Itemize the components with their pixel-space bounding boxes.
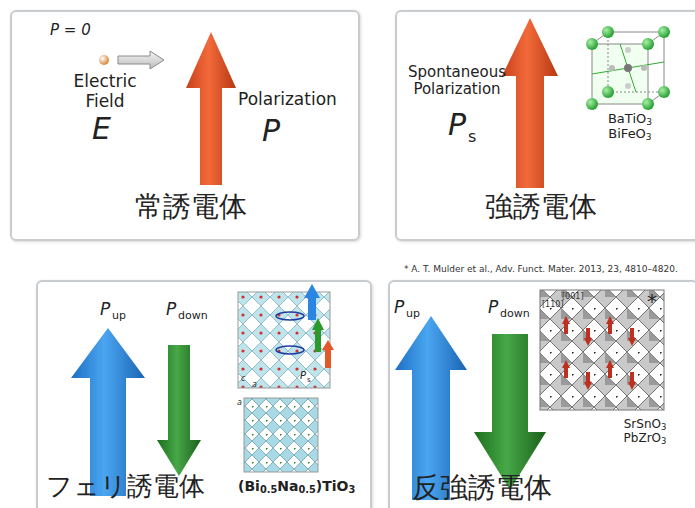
up-arrow bbox=[71, 328, 145, 496]
axis-label: c bbox=[241, 374, 245, 383]
formula: BaTiO3 BiFeO3 bbox=[598, 112, 662, 142]
panel-title: 反強誘電体 bbox=[412, 472, 552, 504]
subscript: down bbox=[500, 308, 530, 321]
down-arrow bbox=[474, 334, 546, 490]
spontaneous-label: Spontaneous Polarization bbox=[402, 64, 512, 99]
subscript: up bbox=[112, 310, 126, 323]
panel-box: PupPdownフェリ誘電体(Bi0.5Na0.5)TiO3Ps bbox=[36, 280, 372, 508]
axis-label: a bbox=[237, 398, 242, 407]
axis-label: [001] bbox=[562, 292, 584, 301]
subscript: s bbox=[468, 128, 476, 146]
charge-label: P = 0 bbox=[50, 22, 91, 39]
field-arrow bbox=[118, 51, 164, 69]
crystal-structure bbox=[238, 284, 334, 388]
polarization-symbol: P bbox=[262, 114, 280, 149]
polarization-symbol: P bbox=[300, 370, 306, 382]
polarization-label: Polarization bbox=[238, 90, 337, 110]
panel-box: Spontaneous PolarizationPs BaTiO3 BiFeO3 強… bbox=[395, 10, 695, 241]
polarization-symbol: P bbox=[394, 298, 404, 318]
polarization-symbol: P bbox=[448, 108, 466, 143]
panel-title: 常誘電体 bbox=[135, 191, 247, 223]
panel-box: P = 0 Electric FieldE PolarizationP 常誘電体 bbox=[10, 10, 360, 241]
axis-label: [110] bbox=[542, 300, 564, 309]
axis-label: a bbox=[252, 380, 257, 389]
down-arrow bbox=[157, 345, 201, 476]
panel-title: 強誘電体 bbox=[485, 191, 597, 223]
field-symbol: E bbox=[92, 112, 111, 147]
callout-mark: * bbox=[647, 290, 657, 313]
polarization-symbol: P bbox=[166, 300, 176, 320]
polarization-symbol: P bbox=[100, 300, 110, 320]
spontaneous-arrow bbox=[502, 18, 558, 188]
subscript: up bbox=[406, 308, 420, 321]
panel-title: フェリ誘電体 bbox=[46, 472, 205, 502]
field-label: Electric Field bbox=[66, 72, 144, 111]
charge-dot bbox=[99, 55, 109, 65]
subscript: down bbox=[178, 310, 208, 323]
subscript: s bbox=[307, 376, 311, 384]
formula: SrSnO3 PbZrO3 bbox=[615, 418, 675, 446]
crystal-structure bbox=[540, 290, 664, 410]
polarization-symbol: P bbox=[488, 298, 498, 318]
polarization-arrow bbox=[186, 32, 236, 185]
formula: (Bi0.5Na0.5)TiO3 bbox=[238, 478, 355, 494]
crystal-projection bbox=[244, 398, 318, 472]
panel-box: PupPdown*SrSnO3 PbZrO3反強誘電体 bbox=[388, 280, 695, 508]
citation: * A. T. Mulder et al., Adv. Funct. Mater… bbox=[404, 264, 678, 274]
crystal-cube bbox=[586, 26, 670, 110]
